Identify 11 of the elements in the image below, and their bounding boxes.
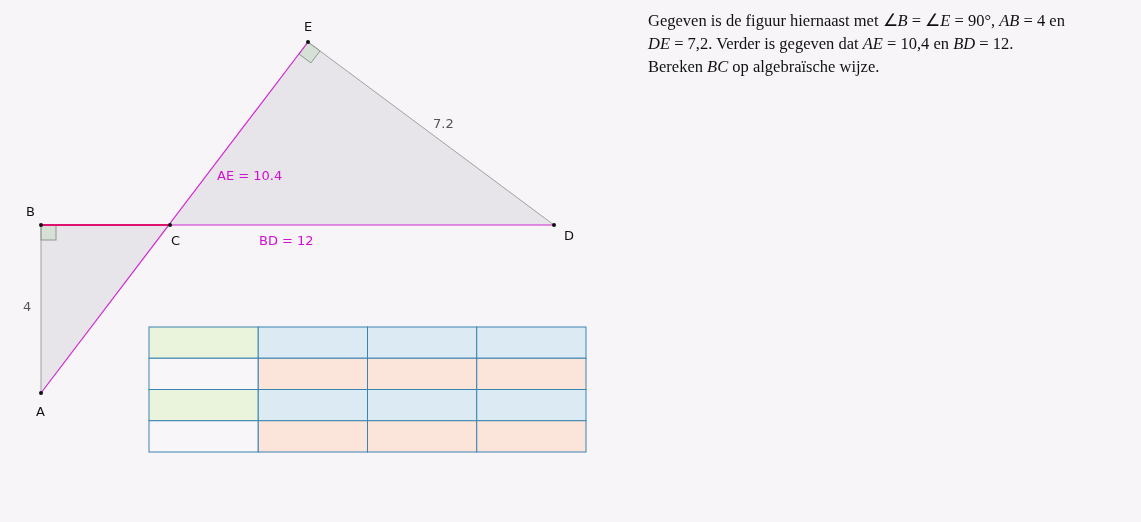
point-label: C [171, 234, 181, 247]
point-label: A [36, 405, 45, 418]
length-label: 7.2 [433, 117, 454, 130]
point-label: E [304, 20, 313, 33]
length-label: 4 [23, 300, 32, 313]
point-label: D [564, 229, 574, 242]
length-label: BD = 12 [259, 234, 314, 247]
point-label: B [26, 205, 35, 218]
length-label: AE = 10.4 [217, 169, 283, 182]
problem-text: Gegeven is de figuur hiernaast met ∠B = ∠E = 90°, AB = 4 en DE = 7,2. Verder is gegeven dat AE = 10,4 en BD = 12. [648, 10, 1066, 55]
problem-text: Bereken BC op algebraïsche wijze. [648, 56, 881, 78]
